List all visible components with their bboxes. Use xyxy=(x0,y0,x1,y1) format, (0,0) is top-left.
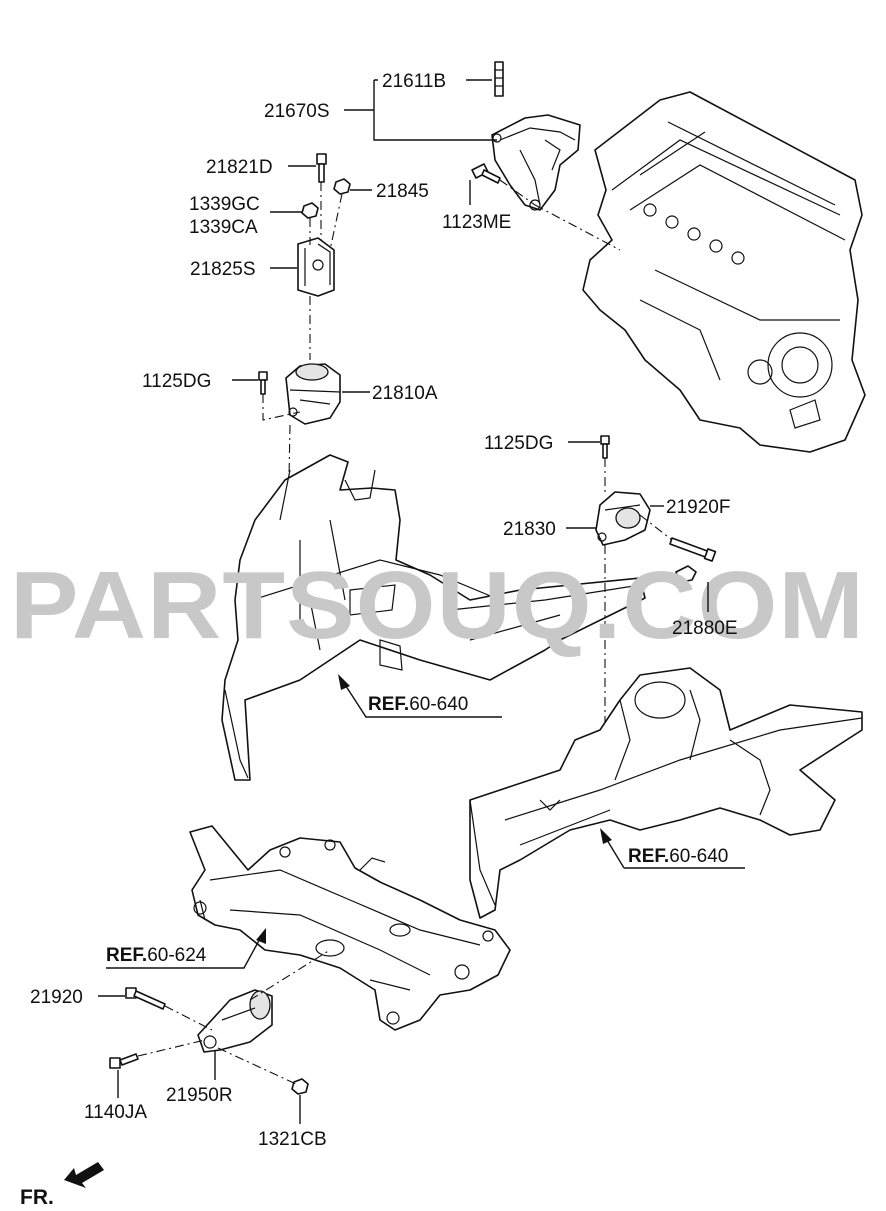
label-21825S: 21825S xyxy=(190,259,256,280)
label-21880E: 21880E xyxy=(672,618,738,639)
stud-21611B xyxy=(494,61,504,97)
nut-21845 xyxy=(333,178,351,195)
label-21810A: 21810A xyxy=(372,383,438,404)
label-21920F: 21920F xyxy=(666,497,730,518)
ref-right-prefix: REF. xyxy=(628,846,669,867)
left-side-member xyxy=(221,454,646,781)
bolt-21821D xyxy=(316,153,327,183)
right-side-member xyxy=(469,667,863,919)
nut-1321CB xyxy=(291,1078,309,1095)
mount-bracket-21825S xyxy=(297,237,335,297)
label-1140JA: 1140JA xyxy=(84,1102,147,1123)
ref-left-leader xyxy=(338,674,502,718)
ref-label-crossmember: REF.60-624 xyxy=(106,945,207,966)
label-1321CB: 1321CB xyxy=(258,1129,327,1150)
watermark-text: PARTSOUQ.COM xyxy=(10,552,865,659)
roll-rod-mount-21950R xyxy=(197,989,273,1053)
label-21845: 21845 xyxy=(376,181,429,202)
label-1125DG-left: 1125DG xyxy=(142,371,211,392)
ref-label-left: REF.60-640 xyxy=(368,694,468,715)
bolt-1140JA xyxy=(109,1053,139,1069)
ref-crossmember-number: 60-624 xyxy=(147,945,207,966)
bolt-1125DG-left xyxy=(258,371,268,395)
front-indicator-label: FR. xyxy=(20,1186,54,1209)
label-21920: 21920 xyxy=(30,987,83,1008)
ref-crossmember-leader xyxy=(106,928,266,969)
ref-label-right: REF.60-640 xyxy=(628,846,728,867)
bracket-21880E xyxy=(675,565,697,583)
ref-right-number: 60-640 xyxy=(669,846,728,867)
engine-mount-21810A xyxy=(285,363,341,425)
label-1123ME: 1123ME xyxy=(442,212,511,233)
leader-lines xyxy=(98,79,709,1124)
ref-left-number: 60-640 xyxy=(409,694,468,715)
bolt-1125DG-right xyxy=(600,435,610,459)
ref-crossmember-prefix: REF. xyxy=(106,945,147,966)
label-1125DG-right: 1125DG xyxy=(484,433,553,454)
label-21830: 21830 xyxy=(503,519,556,540)
label-1339CA: 1339CA xyxy=(189,217,258,238)
label-21670S: 21670S xyxy=(264,101,330,122)
front-crossmember xyxy=(189,825,511,1031)
transmission-mount-21830 xyxy=(595,491,651,546)
label-21950R: 21950R xyxy=(166,1085,233,1106)
nut-1339GC xyxy=(301,202,319,219)
bolt-21920 xyxy=(125,987,166,1010)
label-21821D: 21821D xyxy=(206,157,273,178)
label-21611B: 21611B xyxy=(382,71,446,92)
mounting-bracket-21670S xyxy=(491,114,581,211)
ref-left-prefix: REF. xyxy=(368,694,409,715)
ref-right-leader xyxy=(600,828,745,869)
label-1339GC: 1339GC xyxy=(189,194,260,215)
bolt-21920F xyxy=(669,537,717,562)
engine-block xyxy=(582,91,866,453)
arrow-left-down-icon xyxy=(64,1162,104,1188)
bolt-1123ME xyxy=(471,163,501,184)
